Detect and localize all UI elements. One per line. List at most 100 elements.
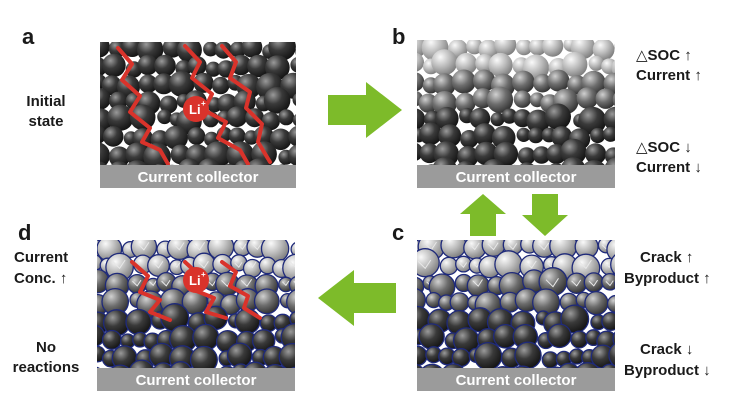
particle — [159, 95, 178, 114]
particle — [550, 163, 562, 165]
particle — [288, 276, 295, 294]
crack-line — [487, 242, 499, 251]
particle — [608, 342, 615, 368]
crack-line — [240, 279, 253, 287]
crack-line — [247, 261, 257, 269]
panel-letter-b: b — [392, 24, 405, 49]
crack-line — [617, 261, 628, 269]
label-d-bottom-line1: No — [36, 339, 56, 356]
crack-line — [289, 261, 295, 268]
particle — [137, 54, 158, 76]
particle — [542, 40, 564, 57]
particle — [129, 359, 155, 368]
lithium-ion-badge-a: Li + — [183, 96, 209, 122]
particle — [517, 147, 536, 165]
particle — [595, 88, 615, 109]
particle — [493, 141, 519, 165]
particle — [449, 292, 470, 313]
particle — [97, 324, 106, 347]
particle — [226, 106, 248, 128]
panel-letter-c: c — [392, 220, 404, 245]
particle — [419, 122, 442, 146]
arrow-up-c-to-b — [460, 194, 506, 236]
particle — [433, 157, 457, 165]
particle — [438, 124, 462, 148]
particle — [473, 341, 503, 368]
particle — [515, 365, 530, 368]
particle — [533, 73, 552, 93]
collector-label-d: Current collector — [136, 372, 257, 389]
particle — [532, 146, 551, 164]
particle — [286, 289, 295, 315]
particle — [97, 366, 100, 368]
particle — [418, 323, 445, 350]
current-collector-b: Current collector — [417, 165, 615, 188]
crack-line — [198, 261, 209, 269]
particle — [473, 123, 496, 146]
particle — [494, 40, 517, 56]
particle — [515, 40, 533, 56]
crack-line — [132, 279, 142, 287]
particle — [431, 49, 458, 76]
particle — [455, 92, 476, 113]
particle — [601, 58, 615, 75]
particle — [585, 143, 607, 165]
panel-letter-a: a — [22, 24, 35, 49]
particle — [501, 108, 518, 124]
particle — [278, 342, 295, 368]
particle — [547, 69, 570, 92]
crack-line — [525, 260, 537, 269]
particle — [417, 52, 424, 72]
particle — [603, 106, 615, 132]
particle — [417, 345, 428, 366]
particle — [483, 159, 505, 165]
label-b-bottom-line1: △SOC ↓ — [636, 139, 692, 156]
particle — [457, 161, 474, 165]
label-c-top-line2: Byproduct ↑ — [624, 270, 711, 287]
collector-label-c: Current collector — [456, 372, 577, 389]
particle — [253, 288, 280, 315]
particle — [289, 311, 295, 327]
particle — [584, 290, 609, 316]
particle — [168, 71, 195, 97]
li-sup-d: + — [201, 270, 206, 279]
crack-line — [410, 263, 416, 267]
particle — [418, 93, 438, 113]
particle — [164, 125, 188, 150]
particle — [291, 366, 295, 368]
crack-line — [172, 262, 181, 268]
particle — [292, 164, 296, 165]
particle — [212, 76, 230, 95]
particle — [295, 48, 296, 56]
panel-letter-d: d — [18, 220, 31, 245]
crack-line — [545, 278, 559, 288]
particle — [102, 126, 124, 147]
electrode-particles-b — [417, 40, 615, 165]
particle — [155, 163, 164, 165]
particle — [417, 248, 440, 278]
crack-line — [588, 279, 599, 287]
particle — [417, 363, 424, 368]
particle — [101, 75, 122, 96]
particle — [606, 240, 615, 262]
crack-line — [605, 280, 614, 287]
particle — [570, 330, 589, 349]
particle — [153, 73, 175, 95]
particle — [278, 109, 295, 126]
particle — [247, 158, 271, 165]
particle — [480, 164, 484, 165]
particle — [169, 164, 175, 165]
particle — [614, 43, 615, 50]
particle — [488, 52, 513, 78]
particle — [513, 90, 532, 108]
particle — [428, 164, 435, 165]
particle — [292, 93, 296, 106]
particle — [125, 308, 152, 336]
current-collector-a: Current collector — [100, 165, 296, 188]
label-d-top-line1: Current — [14, 249, 68, 266]
particle — [473, 69, 496, 92]
li-label-d: Li — [189, 273, 201, 288]
particle — [422, 363, 442, 368]
arrow-left-c-to-d — [318, 270, 396, 326]
